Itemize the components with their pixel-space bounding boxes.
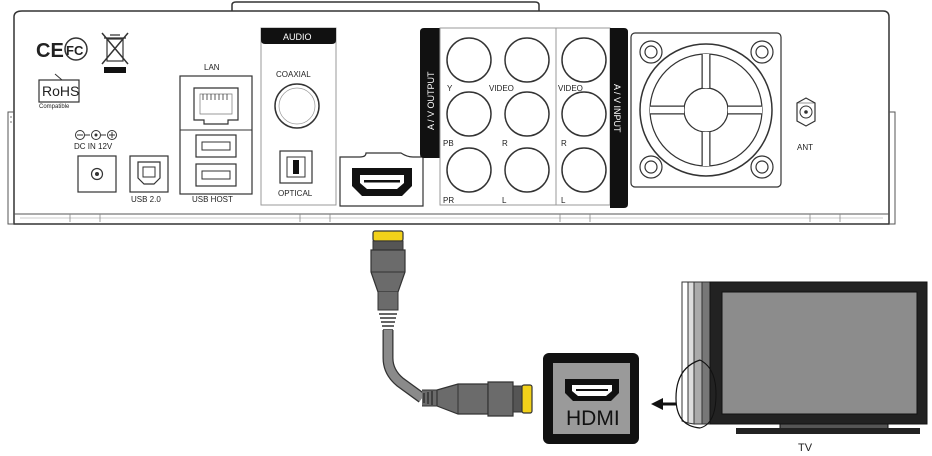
tv-label: TV (798, 442, 813, 454)
lan-label: LAN (204, 63, 220, 72)
fcc-mark-circle (64, 37, 88, 61)
weee-bin-icon (101, 32, 129, 73)
av-out-pr-label: PR (443, 196, 454, 205)
lan-port (193, 87, 239, 125)
audio-header: AUDIO (283, 32, 312, 42)
av-out-l-label: L (502, 196, 507, 205)
coaxial-port (274, 83, 320, 129)
av-out-r-jack (504, 91, 550, 137)
bottom-plug-body (436, 383, 489, 415)
usb-host-label: USB HOST (192, 195, 233, 204)
tv-screen (721, 291, 918, 415)
av-output-side-label: A / V OUTPUT (426, 71, 436, 130)
av-in-l-jack (561, 147, 607, 193)
fan-vent (630, 32, 782, 188)
av-out-video-label: VIDEO (489, 84, 514, 93)
tv-illustration: TV (675, 281, 928, 454)
av-out-r-label: R (502, 139, 508, 148)
top-plug-tip (372, 230, 404, 242)
optical-label: OPTICAL (278, 189, 313, 198)
av-out-pb-jack (446, 91, 492, 137)
av-input-side-label: A / V INPUT (612, 84, 622, 133)
usb2-port-group: USB 2.0 (129, 155, 169, 204)
arrow-left-icon (651, 398, 676, 410)
av-in-r-jack (561, 91, 607, 137)
av-out-video-jack (504, 37, 550, 83)
lan-usb-panel: LAN USB HOST (179, 63, 253, 204)
tv-port-callout-oval (675, 359, 701, 429)
av-out-pr-jack (446, 147, 492, 193)
av-out-y-label: Y (447, 84, 453, 93)
dc-in-jack (77, 155, 117, 193)
tv-hdmi-port-label: HDMI (566, 407, 620, 430)
av-in-l-label: L (561, 196, 566, 205)
rohs-mark: RoHS Compatible (38, 73, 80, 110)
certification-marks: CE FC RoHS Compatible (36, 32, 129, 110)
antenna-label: ANT (797, 143, 813, 152)
av-in-video-label: VIDEO (558, 84, 583, 93)
antenna-port-group: ANT (796, 97, 816, 152)
av-in-video-jack (561, 37, 607, 83)
power-port-group: DC IN 12V (74, 130, 117, 193)
av-out-pb-label: PB (443, 139, 454, 148)
fcc-mark: FC (66, 43, 84, 58)
coaxial-label: COAXIAL (276, 70, 311, 79)
audio-block: AUDIO COAXIAL OPTICAL (260, 27, 337, 206)
tv-hdmi-port-callout: HDMI (543, 353, 639, 444)
polarity-icon (75, 130, 117, 140)
rohs-label: RoHS (42, 83, 79, 99)
dc-in-label: DC IN 12V (74, 142, 113, 151)
av-out-l-jack (504, 147, 550, 193)
av-in-r-label: R (561, 139, 567, 148)
rohs-compatible-label: Compatible (39, 104, 70, 110)
usb-host-port-1 (195, 134, 237, 158)
device-hdmi-port (339, 152, 424, 207)
usb2-label: USB 2.0 (131, 195, 161, 204)
ce-mark: CE (36, 40, 64, 62)
usb-host-port-2 (195, 163, 237, 187)
hdmi-cable (370, 230, 533, 417)
av-output-block: A / V OUTPUT Y VIDEO PB R PR L (420, 27, 557, 206)
av-out-y-jack (446, 37, 492, 83)
top-plug-body (370, 249, 406, 293)
av-input-block: A / V INPUT VIDEO R L (555, 27, 628, 208)
optical-port (279, 150, 313, 184)
bottom-plug-tip (521, 384, 533, 414)
